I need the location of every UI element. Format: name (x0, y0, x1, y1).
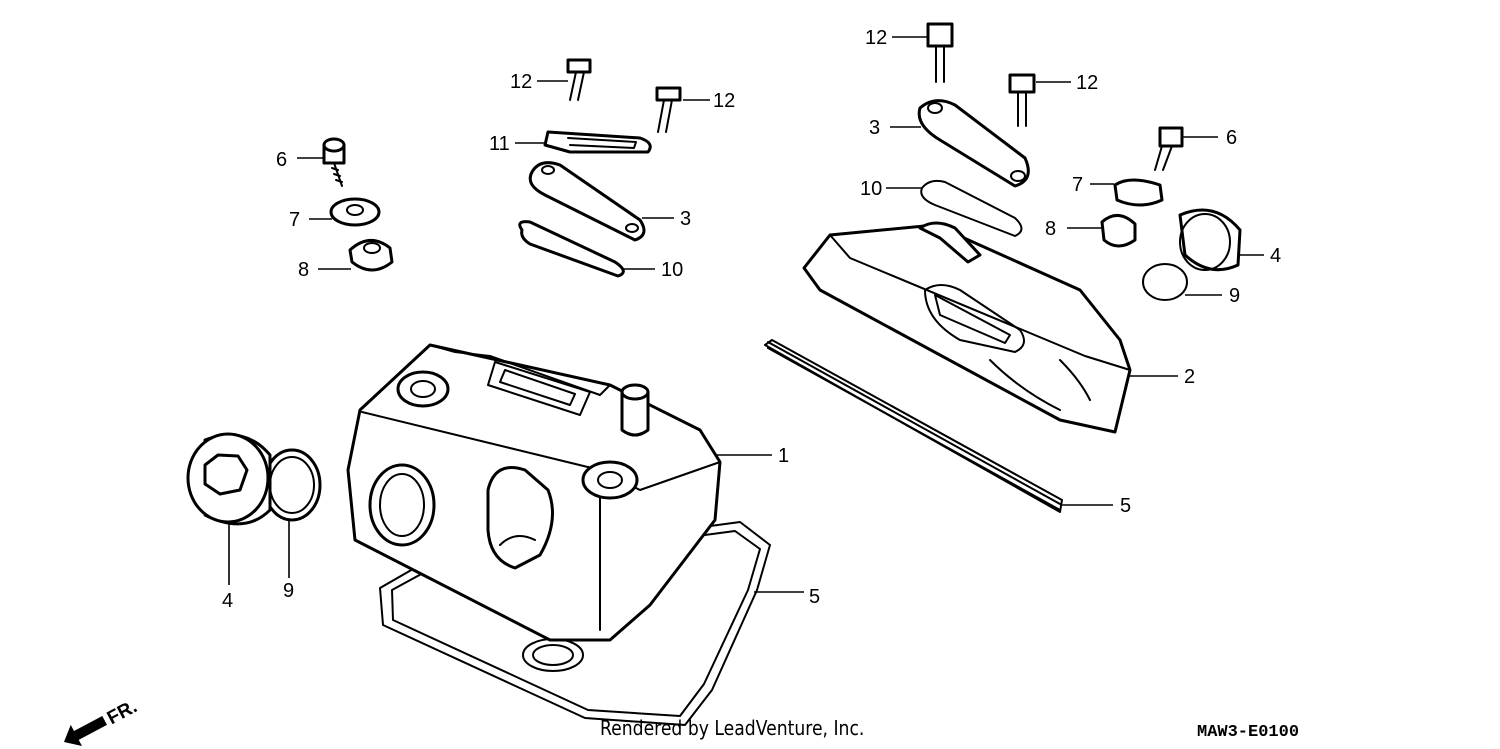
callout-8-left: 8 (298, 259, 309, 281)
callout-7-right: 7 (1072, 174, 1083, 196)
callout-12-c: 12 (865, 27, 887, 49)
front-cylinder-head-cover (346, 343, 771, 726)
callout-12-a: 12 (510, 71, 532, 93)
callout-8-right: 8 (1045, 218, 1056, 240)
callout-12-d: 12 (1076, 72, 1098, 94)
callout-labels: 1 2 3 3 4 4 5 5 6 6 7 7 8 8 9 9 10 10 11… (222, 27, 1281, 612)
callout-7-left: 7 (289, 209, 300, 231)
callout-10-front: 10 (661, 259, 683, 281)
callout-1: 1 (778, 445, 789, 467)
rear-cylinder-head-cover (764, 221, 1132, 513)
left-inspection-cover (518, 58, 682, 278)
front-indicator-label: FR. (104, 696, 141, 729)
front-plug-assembly (186, 432, 322, 526)
callout-2: 2 (1184, 366, 1195, 388)
callout-5-rear: 5 (1120, 495, 1131, 517)
callout-3-rear: 3 (869, 117, 880, 139)
callout-4-rear: 4 (1270, 245, 1281, 267)
callout-9-rear: 9 (1229, 285, 1240, 307)
callout-5-front: 5 (809, 586, 820, 608)
render-credit: Rendered by LeadVenture, Inc. (600, 716, 865, 740)
diagram-code: MAW3-E0100 (1197, 723, 1300, 742)
callout-9-front: 9 (283, 580, 294, 602)
callout-12-b: 12 (713, 90, 735, 112)
left-bolt-washer-grommet (322, 137, 394, 272)
rear-inspection-cover (917, 22, 1036, 237)
callout-11: 11 (489, 133, 510, 155)
leader-lines (228, 36, 1264, 593)
callout-6-left: 6 (276, 149, 287, 171)
callout-3-front: 3 (680, 208, 691, 230)
callout-6-right: 6 (1226, 127, 1237, 149)
front-direction-arrow: FR. (64, 696, 141, 747)
callout-4-front: 4 (222, 590, 233, 612)
callout-10-rear: 10 (860, 178, 882, 200)
right-bolt-washer-grommet-plug (1100, 126, 1242, 301)
